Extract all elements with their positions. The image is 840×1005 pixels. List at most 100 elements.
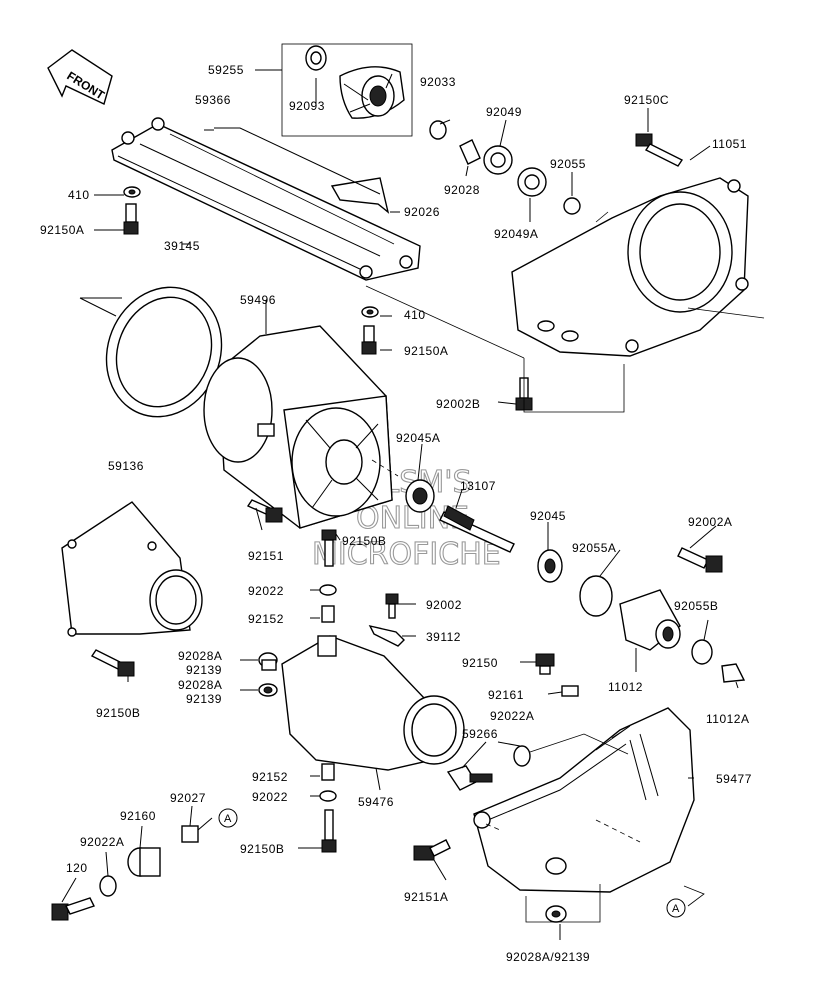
- label-11012a: 11012A: [706, 712, 749, 726]
- bushing-92028a-upper: [258, 652, 278, 671]
- label-92002: 92002: [426, 598, 462, 612]
- nozzle-59136: [61, 501, 203, 637]
- callout-a-left: A: [218, 808, 238, 828]
- label-92055a: 92055A: [572, 541, 616, 555]
- bolt-92002: [385, 593, 399, 619]
- label-59366: 59366: [195, 93, 231, 107]
- label-92150a-mid: 92150A: [404, 344, 448, 358]
- label-92139-lower: 92139: [186, 692, 222, 706]
- pump-case-59496: [203, 325, 393, 529]
- washer-92022-top: [319, 584, 337, 596]
- label-92022a-right: 92022A: [490, 709, 534, 723]
- label-59477: 59477: [716, 772, 752, 786]
- label-92151a: 92151A: [404, 890, 448, 904]
- label-92022-top: 92022: [248, 584, 284, 598]
- collar-92152-top: [321, 605, 335, 623]
- impeller-group: [281, 43, 413, 137]
- washer-92022a-left: [99, 875, 117, 897]
- bolt-92150a-mid: [361, 325, 377, 355]
- label-92055b: 92055B: [674, 599, 718, 613]
- shaft-13107: [439, 505, 515, 553]
- clip-92026: [330, 177, 390, 214]
- bearing-92045a: [405, 479, 435, 513]
- label-92139-upper: 92139: [186, 663, 222, 677]
- label-59266: 59266: [462, 727, 498, 741]
- lever-39112: [368, 624, 405, 647]
- washer-92022a-right: [513, 745, 531, 767]
- label-410-mid: 410: [404, 308, 426, 322]
- leader-lines: [61, 69, 739, 940]
- label-92026: 92026: [404, 205, 440, 219]
- label-120: 120: [66, 861, 88, 875]
- reverse-bucket-59477: [473, 707, 695, 893]
- collar-92152-bottom: [321, 763, 335, 781]
- collar-92027: [181, 825, 199, 843]
- bushing-92028a-bottom: [545, 905, 567, 923]
- bushing-92028a-lower: [258, 683, 278, 697]
- callout-a-right-text: A: [672, 903, 680, 915]
- label-92152-bottom: 92152: [252, 770, 288, 784]
- label-92028: 92028: [444, 183, 480, 197]
- bolt-92150b-center: [321, 529, 337, 567]
- label-92161: 92161: [488, 688, 524, 702]
- label-92152-top: 92152: [248, 612, 284, 626]
- bolt-92151a: [413, 839, 451, 861]
- pin-92161: [561, 685, 579, 697]
- label-92150b-left: 92150B: [96, 706, 140, 720]
- label-13107: 13107: [460, 479, 496, 493]
- pump-cap-11012: [619, 589, 681, 651]
- washer-410-mid: [361, 306, 379, 318]
- label-92055: 92055: [550, 157, 586, 171]
- block-92160: [127, 847, 161, 877]
- label-92160: 92160: [120, 809, 156, 823]
- bolt-92150a-top: [123, 203, 139, 235]
- label-92022a-left: 92022A: [80, 835, 124, 849]
- label-92151: 92151: [248, 549, 284, 563]
- label-92049: 92049: [486, 105, 522, 119]
- bolt-92002a: [677, 547, 723, 573]
- callout-a-left-text: A: [224, 813, 232, 825]
- label-92045: 92045: [530, 509, 566, 523]
- label-59136: 59136: [108, 459, 144, 473]
- label-92028a-upper: 92028A: [178, 649, 222, 663]
- bolt-92150c: [635, 133, 684, 167]
- callout-a-right: A: [666, 898, 686, 918]
- o-ring-92055a: [579, 575, 613, 617]
- label-92045a: 92045A: [396, 431, 440, 445]
- label-39112: 39112: [426, 630, 461, 644]
- o-ring-92055b: [691, 639, 713, 665]
- washer-410-top: [123, 186, 141, 198]
- label-92049a: 92049A: [494, 227, 538, 241]
- alignment-lines: [79, 211, 765, 923]
- label-92093: 92093: [289, 99, 325, 113]
- label-92022-bottom: 92022: [252, 790, 288, 804]
- label-92028a-lower: 92028A: [178, 678, 222, 692]
- watermark-line-3: MICROFICHE: [312, 537, 501, 572]
- ride-plate-bracket: [111, 117, 421, 281]
- label-11012: 11012: [608, 680, 643, 694]
- bolt-92151: [246, 499, 283, 523]
- bearing-92045: [537, 549, 563, 583]
- ring-39145: [105, 286, 223, 418]
- label-410-top: 410: [68, 188, 90, 202]
- label-92027: 92027: [170, 791, 206, 805]
- label-59496: 59496: [240, 293, 276, 307]
- bolt-92150-right: [535, 653, 555, 675]
- pump-housing-11051: [511, 177, 749, 357]
- label-59255: 59255: [208, 63, 244, 77]
- label-92033: 92033: [420, 75, 456, 89]
- steering-nozzle-59476: [281, 635, 465, 771]
- label-92002a: 92002A: [688, 515, 732, 529]
- label-11051: 11051: [712, 137, 747, 151]
- washer-92022-bottom: [319, 790, 337, 802]
- label-92150a-top: 92150A: [40, 223, 84, 237]
- label-92150b-bottom: 92150B: [240, 842, 284, 856]
- label-92150c: 92150C: [624, 93, 669, 107]
- label-92002b: 92002B: [436, 397, 480, 411]
- label-59476: 59476: [358, 795, 394, 809]
- bolt-92150b-left: [90, 649, 135, 677]
- bearing-set: [429, 120, 581, 215]
- label-39145: 39145: [164, 239, 200, 253]
- plug-11012a: [721, 663, 746, 683]
